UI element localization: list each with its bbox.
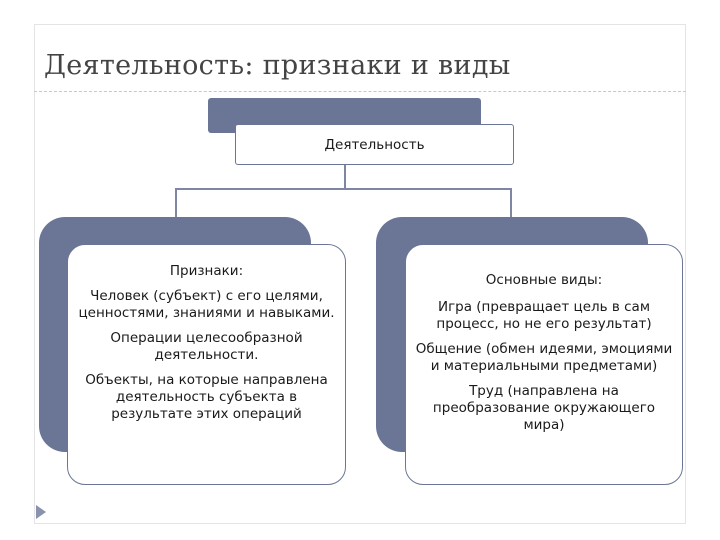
triangle-bullet-icon (36, 505, 46, 519)
signs-item: Операции целесообразной деятельности. (110, 330, 303, 363)
connector-horizontal (175, 188, 512, 190)
types-node: Основные виды: Игра (превращает цель в с… (405, 244, 683, 485)
types-item: Игра (превращает цель в сам процесс, но … (436, 299, 652, 332)
signs-content: Признаки: Человек (субъект) с его целями… (74, 263, 339, 431)
signs-item: Человек (субъект) с его целями, ценностя… (78, 288, 335, 321)
types-heading: Основные виды: (485, 272, 603, 288)
title-divider (34, 91, 686, 92)
signs-item: Объекты, на которые направлена деятельно… (85, 372, 328, 422)
connector-vertical-root (344, 165, 346, 189)
connector-vertical-left (175, 188, 177, 217)
types-content: Основные виды: Игра (превращает цель в с… (412, 272, 676, 442)
types-item: Общение (обмен идеями, эмоциями и матери… (415, 341, 673, 374)
slide-frame (34, 24, 686, 524)
signs-heading: Признаки: (169, 263, 244, 279)
signs-node: Признаки: Человек (субъект) с его целями… (67, 244, 346, 485)
root-node-label: Деятельность (324, 136, 425, 153)
slide-title: Деятельность: признаки и виды (44, 50, 511, 81)
types-item: Труд (направлена на преобразование окруж… (432, 383, 656, 433)
root-node: Деятельность (235, 124, 514, 165)
connector-vertical-right (510, 188, 512, 217)
